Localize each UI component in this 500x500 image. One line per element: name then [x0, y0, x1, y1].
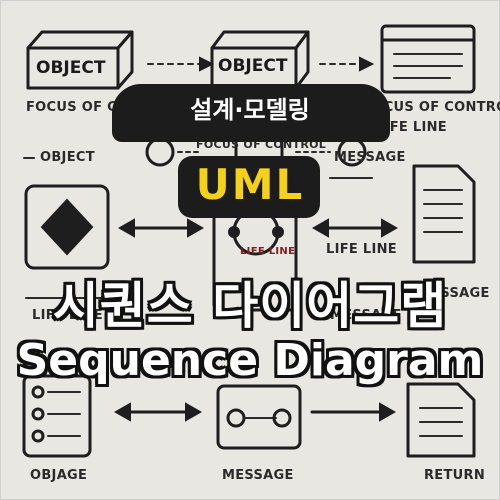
message-label-right: MESSAGE [334, 150, 406, 165]
category-label: 설계·모델링 [190, 96, 310, 124]
message-label-right-2: MESSAGE [418, 286, 490, 301]
title-english: Sequence Diagram [16, 335, 484, 386]
list-box-left [22, 374, 92, 458]
objage-label: OBJAGE [30, 468, 88, 483]
document-right [412, 164, 476, 264]
return-label: RETURN [424, 468, 486, 483]
message-label-mid: MESSAGE [330, 308, 402, 323]
lifeline-label-right: LIFE LINE [376, 120, 447, 135]
lifeline-small-mid: LIFE LINE [240, 246, 296, 257]
object-label-left: OBJECT [36, 58, 106, 78]
lifeline-label-left: LIFE LINE [32, 308, 103, 323]
category-pill [112, 84, 390, 142]
object-box-left [26, 30, 134, 90]
diamond-box-left [24, 184, 110, 270]
title-korean: 시퀀스 다이어그램 [52, 277, 448, 335]
lifeline-label-mid: LIFE LINE [326, 242, 397, 257]
object-label-mid: OBJECT [218, 56, 288, 76]
uml-badge-text: UML [195, 160, 305, 209]
window-right [380, 24, 476, 94]
object-label-row2: OBJECT [40, 150, 95, 165]
message-box-mid [216, 384, 302, 450]
return-document [406, 382, 476, 458]
locus-label-right: LICUS OF CONTRO [370, 100, 500, 115]
uml-badge [178, 156, 320, 218]
message-label-bottom: MESSAGE [222, 468, 294, 483]
